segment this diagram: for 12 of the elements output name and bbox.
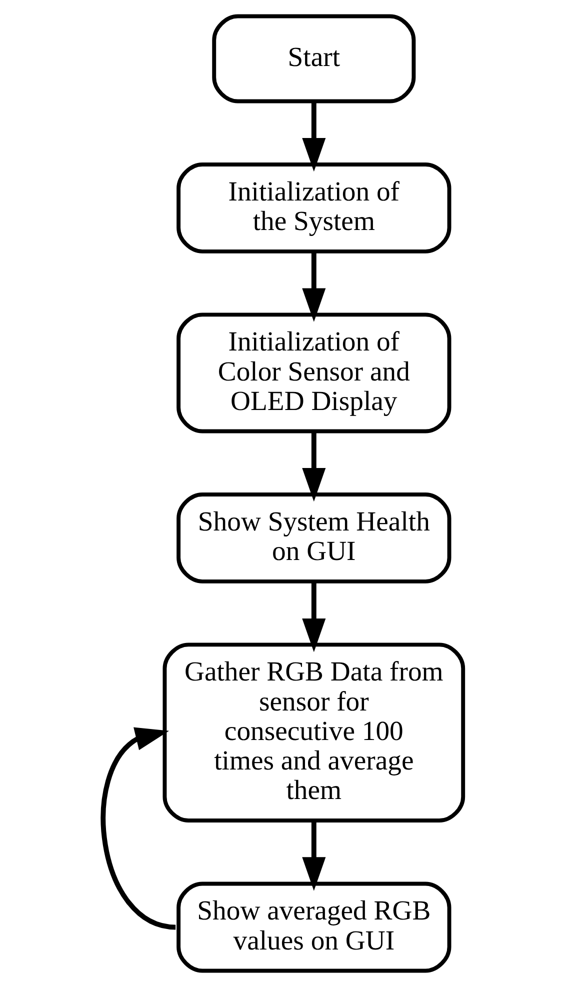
arrow xyxy=(302,821,326,891)
arrow xyxy=(302,252,326,322)
node-box: Initialization of the System xyxy=(176,162,452,254)
arrow xyxy=(100,727,176,930)
node-box: Gather RGB Data from sensor for consecutive 100 times and average them xyxy=(162,642,466,822)
arrow xyxy=(302,102,326,172)
arrow xyxy=(302,431,326,502)
node-box: Initialization of Color Sensor and OLED Display xyxy=(176,312,452,434)
arrow xyxy=(302,582,326,652)
node-box: Show averaged RGB values on GUI xyxy=(176,882,452,973)
node-box: Show System Health on GUI xyxy=(176,492,452,584)
node-box: Start xyxy=(212,14,416,104)
